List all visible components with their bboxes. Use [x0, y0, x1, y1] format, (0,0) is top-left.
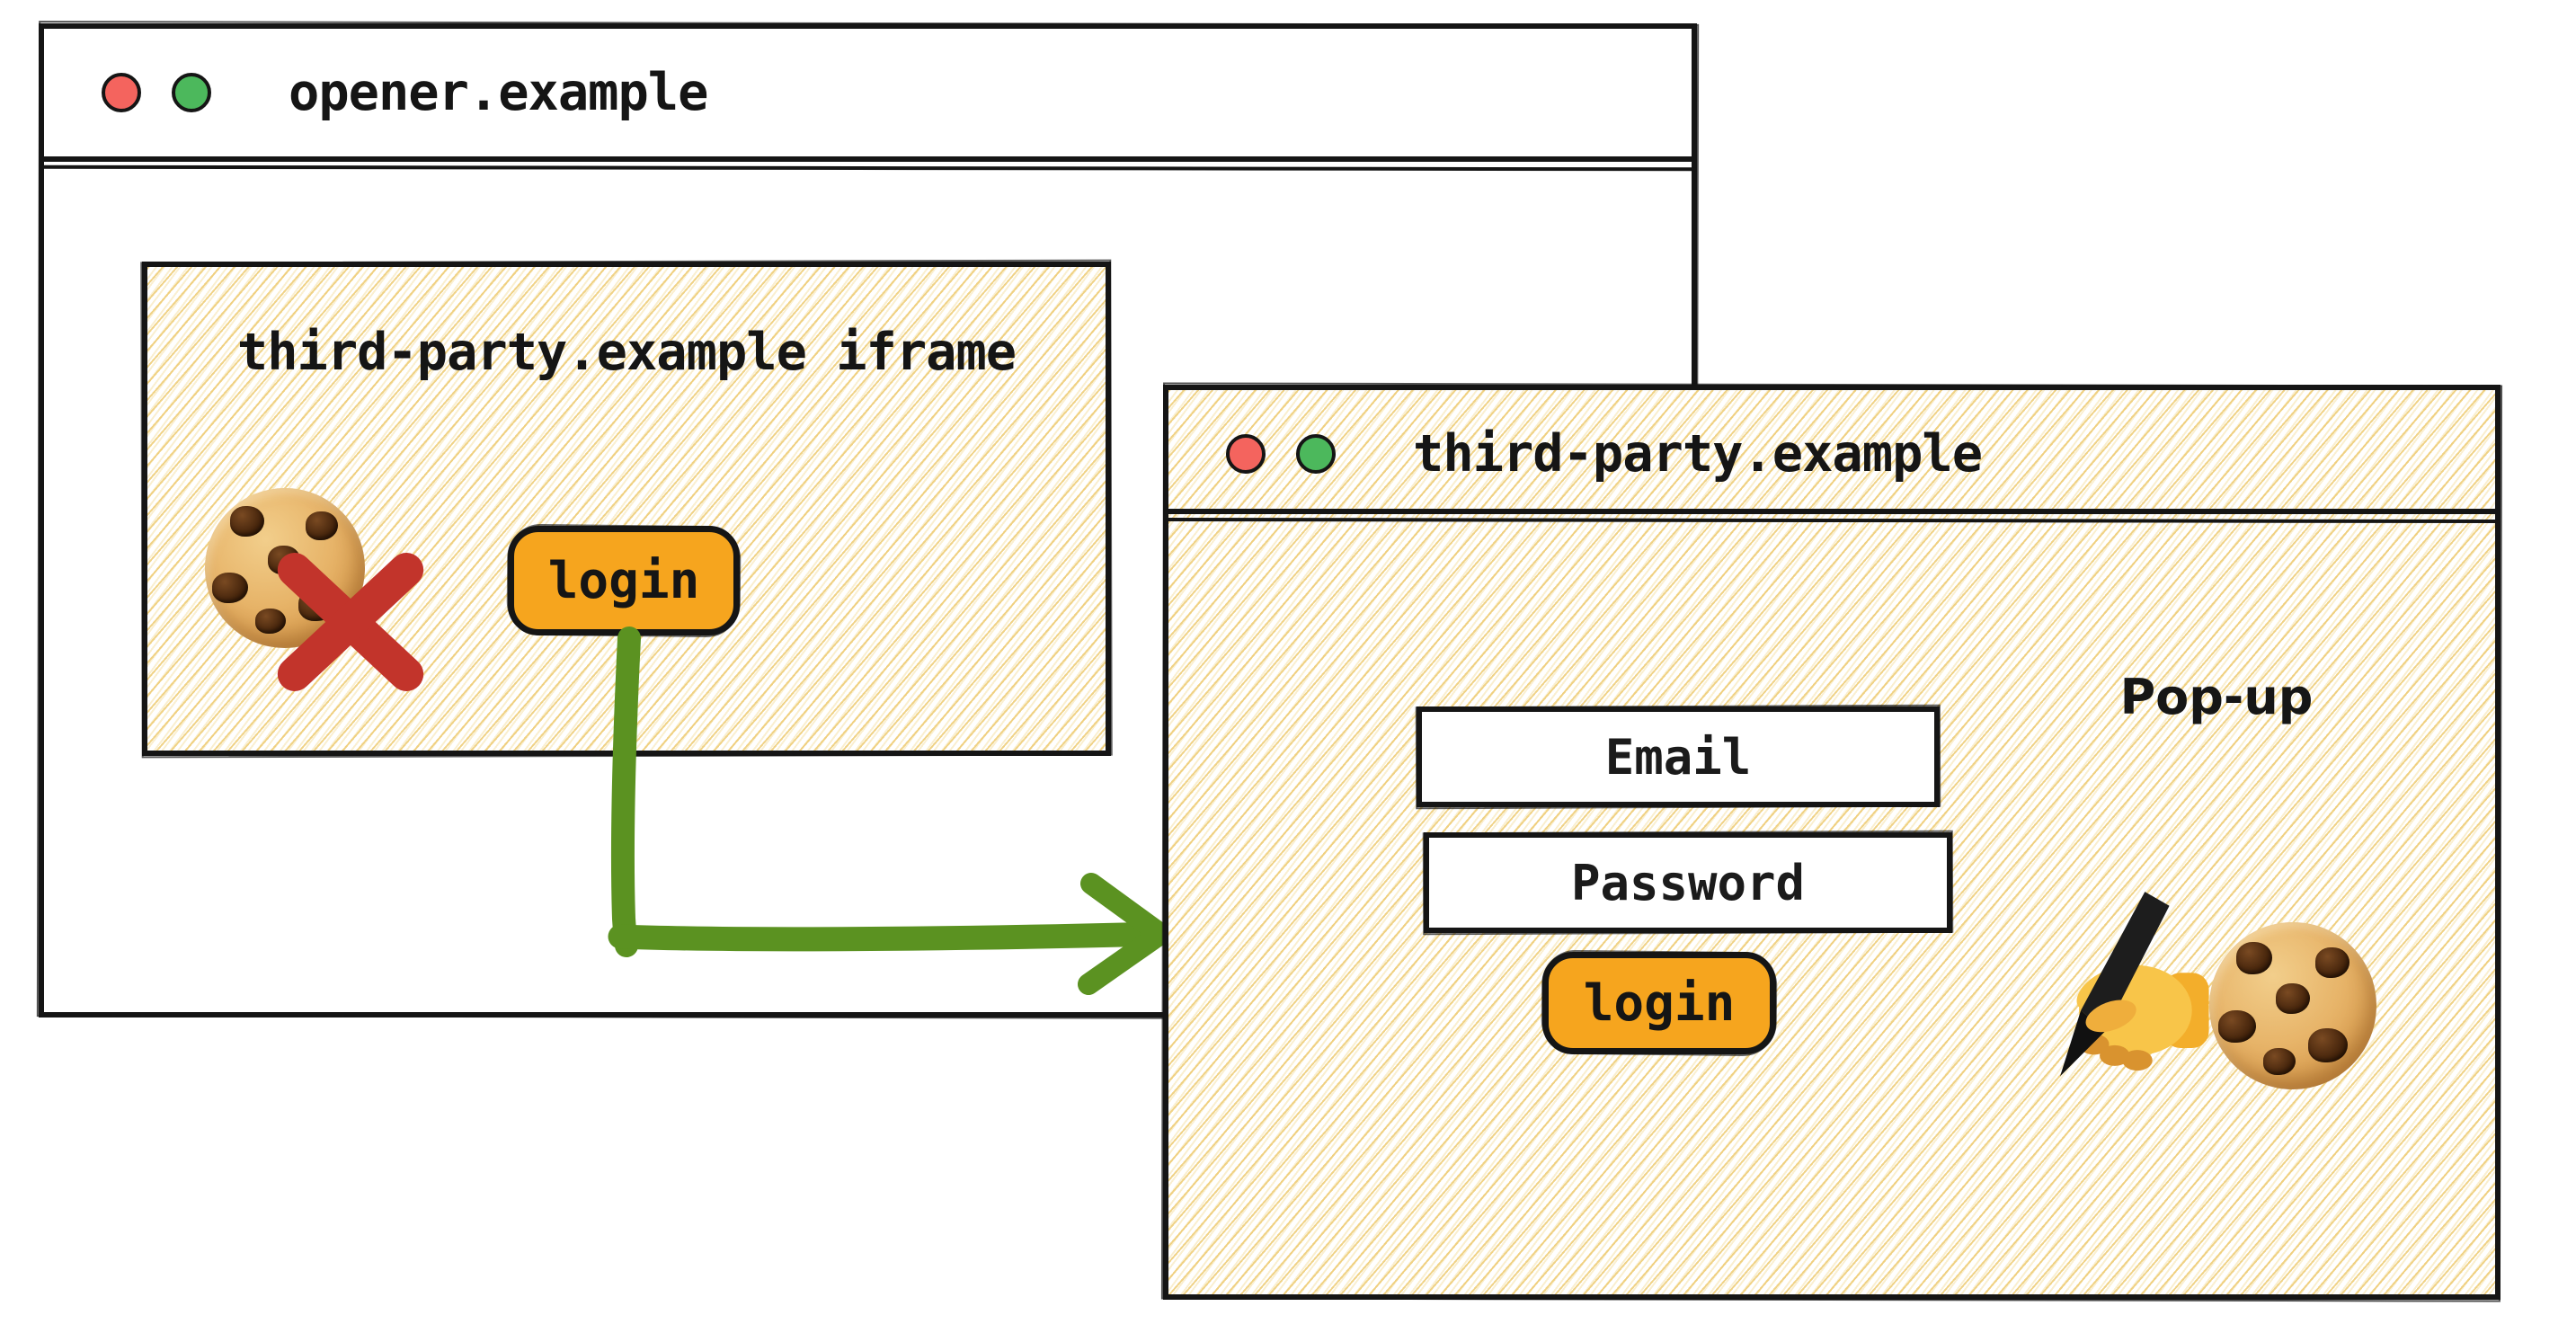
popup-window-title: third-party.example: [1413, 424, 1983, 484]
email-field-label: Email: [1604, 728, 1752, 786]
opener-titlebar: opener.example: [38, 29, 1698, 172]
popup-login-label: login: [1583, 973, 1736, 1033]
popup-login-button[interactable]: login: [1542, 952, 1776, 1054]
popup-titlebar: third-party.example: [1162, 390, 2501, 524]
blocked-cross-icon: [270, 544, 431, 698]
opener-window-title: opener.example: [289, 63, 708, 122]
cookie-chip: [2276, 983, 2310, 1014]
password-field-label: Password: [1570, 854, 1806, 911]
iframe-login-button[interactable]: login: [508, 526, 740, 635]
email-field[interactable]: Email: [1417, 706, 1940, 807]
cookie-blocked-icon: [205, 488, 439, 722]
iframe-label: third-party.example iframe: [236, 323, 1017, 382]
cookie-chip: [2263, 1048, 2296, 1075]
cookie-chip: [2236, 942, 2272, 974]
titlebar-separator: [1162, 517, 2501, 524]
cookie-chip: [306, 511, 338, 540]
cookie-chip: [2315, 947, 2349, 978]
traffic-light-green-icon[interactable]: [1296, 434, 1336, 474]
traffic-light-green-icon[interactable]: [172, 73, 211, 112]
flow-arrow: [608, 626, 1172, 995]
popup-annotation: Pop-up: [2119, 669, 2314, 725]
cookie-chip: [230, 506, 264, 537]
cookie-chip: [255, 609, 286, 634]
traffic-light-red-icon[interactable]: [102, 73, 141, 112]
popup-window: third-party.example Pop-up Email Passwor…: [1162, 385, 2501, 1300]
cookie-icon: [2209, 922, 2376, 1089]
titlebar-separator: [38, 164, 1698, 172]
cookie-chip: [212, 573, 248, 603]
writing-hand-icon: [2060, 892, 2209, 1077]
iframe-login-label: login: [547, 551, 700, 610]
password-field[interactable]: Password: [1424, 832, 1952, 933]
cookie-chip: [2308, 1028, 2348, 1062]
cookie-chip: [2218, 1010, 2256, 1043]
traffic-light-red-icon[interactable]: [1226, 434, 1266, 474]
